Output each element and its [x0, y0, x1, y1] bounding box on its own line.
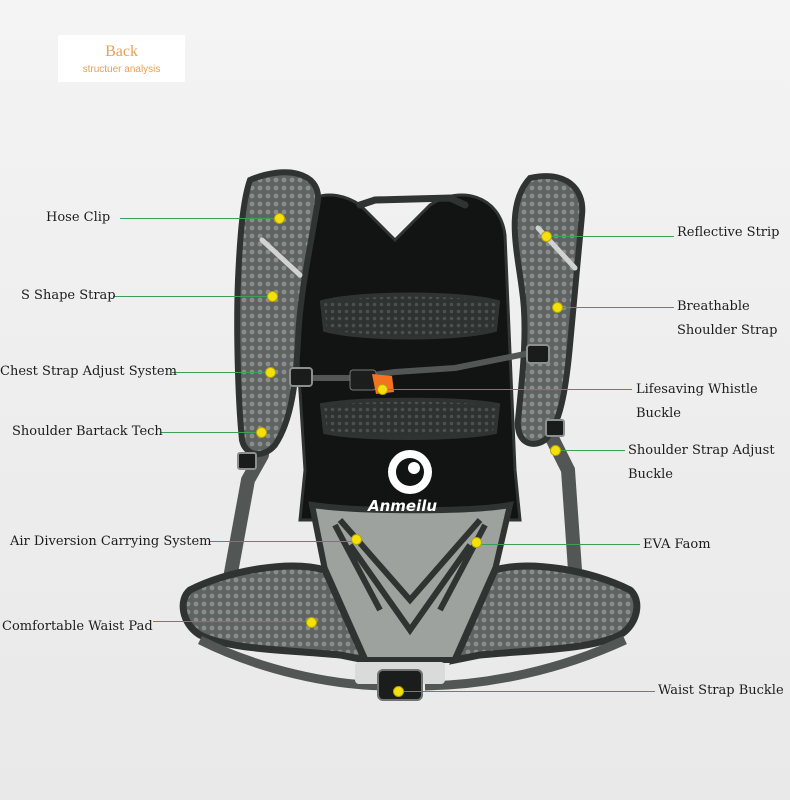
leader-reflective-strip	[546, 236, 674, 237]
marker-dot	[550, 445, 561, 456]
marker-dot	[351, 534, 362, 545]
leader-hose-clip	[120, 218, 278, 219]
callout-hose-clip: Hose Clip	[46, 210, 111, 225]
marker-dot	[541, 231, 552, 242]
leader-breathable-shoulder-strap	[557, 307, 674, 308]
leader-waist-strap-buckle	[398, 691, 655, 692]
marker-dot	[306, 617, 317, 628]
leader-comfortable-waist-pad	[153, 621, 310, 622]
marker-dot	[274, 213, 285, 224]
callout-reflective-strip: Reflective Strip	[677, 225, 780, 240]
marker-dot	[265, 367, 276, 378]
marker-dot	[267, 291, 278, 302]
callout-s-shape-strap: S Shape Strap	[21, 288, 116, 303]
callout-lifesaving-whistle-buckle: Lifesaving Whistle Buckle	[636, 382, 758, 421]
callout-air-diversion-carrying-system: Air Diversion Carrying System	[10, 534, 212, 549]
leader-eva-faom	[476, 544, 640, 545]
callout-comfortable-waist-pad: Comfortable Waist Pad	[2, 619, 153, 634]
callout-chest-strap-adjust-system: Chest Strap Adjust System	[0, 364, 177, 379]
marker-dot	[393, 686, 404, 697]
leader-shoulder-strap-adjust-buckle	[555, 450, 625, 451]
callout-waist-strap-buckle: Waist Strap Buckle	[658, 683, 784, 698]
callout-eva-faom: EVA Faom	[643, 537, 711, 552]
leader-chest-strap-adjust-system	[172, 372, 270, 373]
leader-s-shape-strap	[113, 296, 271, 297]
marker-dot	[552, 302, 563, 313]
callout-shoulder-strap-adjust-buckle: Shoulder Strap Adjust Buckle	[628, 443, 775, 482]
callout-shoulder-bartack-tech: Shoulder Bartack Tech	[12, 424, 163, 439]
leader-air-diversion-carrying-system	[210, 541, 356, 542]
marker-dot	[256, 427, 267, 438]
header-label: Back structuer analysis	[58, 35, 185, 82]
brand-logo-text: Anmeilu	[368, 497, 438, 515]
leader-shoulder-bartack-tech	[161, 432, 260, 433]
header-subtitle: structuer analysis	[82, 64, 161, 75]
marker-dot	[377, 384, 388, 395]
marker-dot	[471, 537, 482, 548]
header-title: Back	[105, 43, 138, 60]
callout-breathable-shoulder-strap: Breathable Shoulder Strap	[677, 299, 778, 338]
leader-lifesaving-whistle-buckle	[382, 389, 632, 390]
